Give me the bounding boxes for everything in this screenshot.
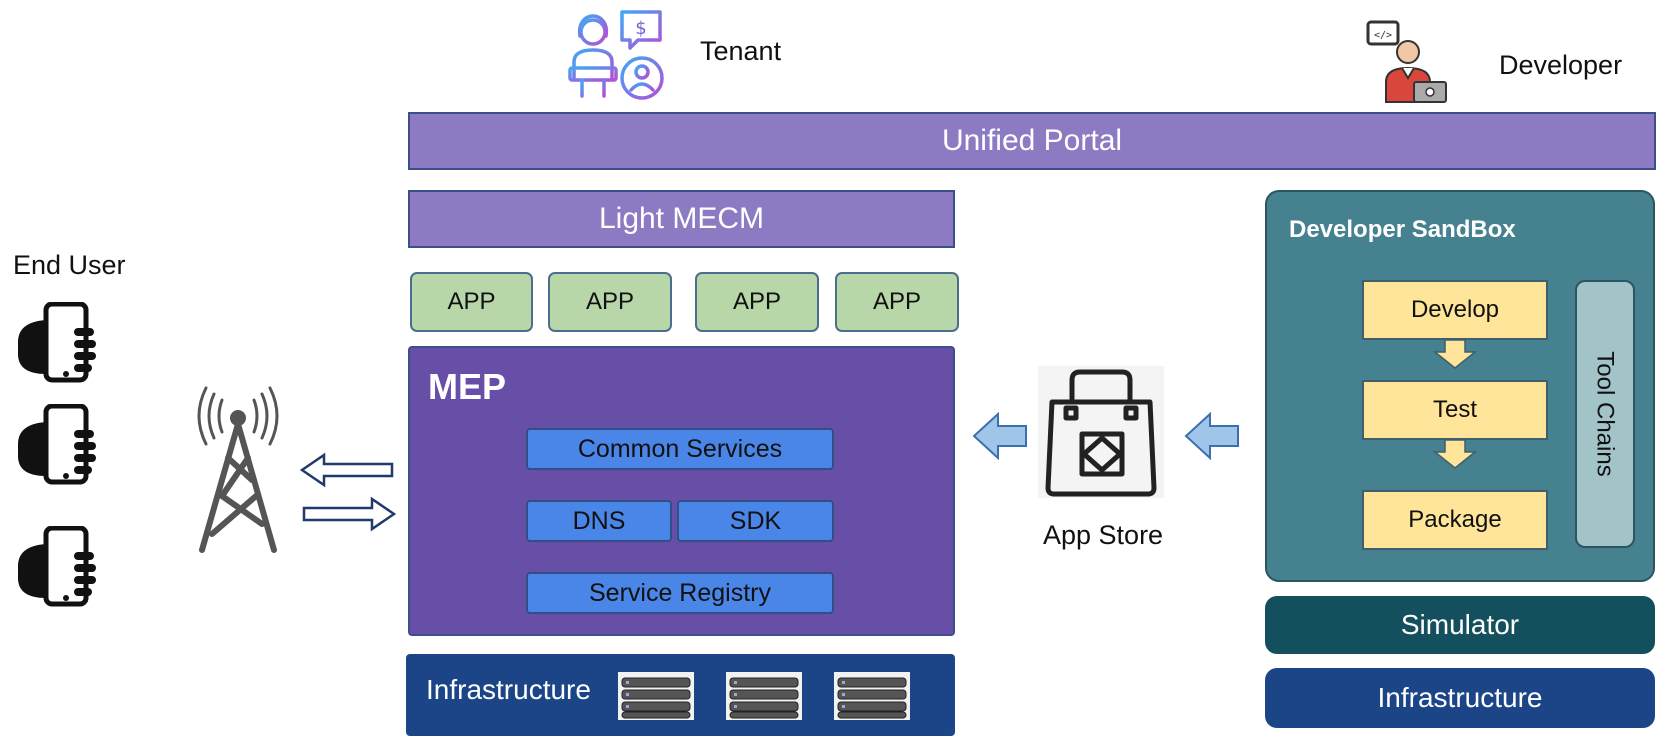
- arrow-left-icon: [299, 452, 394, 488]
- svg-text:$: $: [635, 18, 646, 39]
- step-test-label: Test: [1432, 396, 1477, 423]
- arrow-right-icon: [302, 496, 397, 532]
- smartphone-icon: [16, 403, 100, 486]
- step-develop-label: Develop: [1410, 296, 1500, 323]
- server-rack-icon: [618, 672, 694, 720]
- tenant-label: Tenant: [700, 36, 782, 66]
- light-mecm[interactable]: Light MECM: [408, 190, 955, 248]
- app-store-label: App Store: [1043, 520, 1164, 550]
- tool-chains[interactable]: Tool Chains: [1575, 280, 1635, 548]
- dns-service[interactable]: DNS: [526, 500, 672, 542]
- app-label: APP: [585, 288, 635, 315]
- developer-label: Developer: [1499, 50, 1623, 80]
- simulator-label: Simulator: [1400, 609, 1520, 640]
- app-label: APP: [447, 288, 496, 315]
- app-label: APP: [872, 288, 922, 315]
- service-registry-label: Service Registry: [589, 578, 771, 607]
- sdk-label: SDK: [729, 506, 782, 535]
- end-user-label: End User: [13, 250, 126, 280]
- unified-portal-label: Unified Portal: [941, 124, 1123, 157]
- server-rack-icon: [726, 672, 802, 720]
- app-box[interactable]: APP: [835, 272, 959, 332]
- svg-text:</>: </>: [1374, 30, 1392, 41]
- smartphone-icon: [16, 301, 100, 384]
- tenant-icon: $: [560, 6, 670, 102]
- step-test[interactable]: Test: [1362, 380, 1548, 440]
- service-registry[interactable]: Service Registry: [526, 572, 834, 614]
- infrastructure-left-label: Infrastructure: [426, 674, 591, 705]
- simulator[interactable]: Simulator: [1265, 596, 1655, 654]
- app-label: APP: [732, 288, 782, 315]
- arrow-left-icon: [972, 411, 1028, 461]
- unified-portal[interactable]: Unified Portal: [408, 112, 1656, 170]
- light-mecm-label: Light MECM: [598, 202, 765, 235]
- dns-label: DNS: [572, 506, 626, 535]
- developer-icon: </>: [1364, 18, 1450, 104]
- tool-chains-label: Tool Chains: [1592, 351, 1619, 477]
- app-box[interactable]: APP: [548, 272, 672, 332]
- arrow-left-icon: [1184, 411, 1240, 461]
- arrow-down-icon: [1432, 439, 1478, 470]
- step-package-label: Package: [1408, 506, 1502, 533]
- common-services[interactable]: Common Services: [526, 428, 834, 470]
- infrastructure-right[interactable]: Infrastructure: [1265, 668, 1655, 728]
- infrastructure-right-label: Infrastructure: [1377, 682, 1543, 713]
- sandbox-title: Developer SandBox: [1289, 216, 1516, 243]
- common-services-label: Common Services: [577, 434, 783, 463]
- app-box[interactable]: APP: [410, 272, 533, 332]
- shopping-bag-icon[interactable]: [1032, 366, 1170, 498]
- cell-tower-icon: [188, 384, 288, 554]
- arrow-down-icon: [1432, 339, 1478, 370]
- step-package[interactable]: Package: [1362, 490, 1548, 550]
- sdk-service[interactable]: SDK: [677, 500, 834, 542]
- app-box[interactable]: APP: [695, 272, 819, 332]
- step-develop[interactable]: Develop: [1362, 280, 1548, 340]
- mep-title: MEP: [428, 366, 507, 407]
- server-rack-icon: [834, 672, 910, 720]
- smartphone-icon: [16, 525, 100, 608]
